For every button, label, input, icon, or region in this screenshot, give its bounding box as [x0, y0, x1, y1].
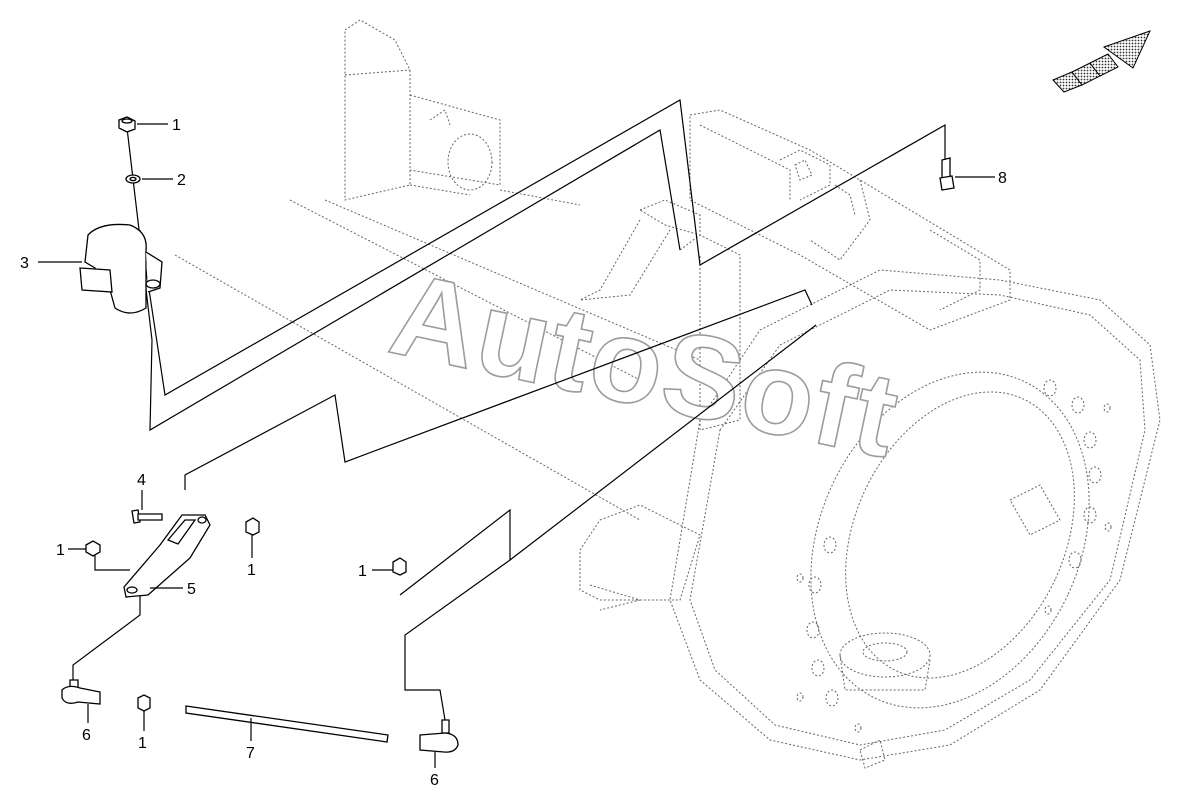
callout-leaders [38, 123, 995, 768]
callout-1-right: 1 [247, 562, 256, 579]
callout-3: 3 [20, 255, 29, 272]
callout-1-mid: 1 [358, 563, 367, 580]
callout-7: 7 [246, 745, 255, 762]
callout-6-left: 6 [82, 727, 91, 744]
bracket-part [123, 514, 211, 598]
nut-part-right [245, 517, 260, 536]
callout-6-right: 6 [430, 772, 439, 789]
callout-1-top: 1 [172, 117, 181, 134]
ball-joint-part-right [419, 719, 459, 753]
nut-part-left [85, 540, 101, 557]
sensor-part [79, 223, 163, 314]
nut-part-mid [392, 557, 407, 576]
callout-8: 8 [998, 170, 1007, 187]
background-frame-outline [174, 19, 1161, 769]
tie-rod-part [185, 705, 389, 743]
callout-1-bottom: 1 [138, 735, 147, 752]
watermark-text: AutoSoft [380, 248, 910, 484]
callout-1-left: 1 [56, 542, 65, 559]
callout-2: 2 [177, 172, 186, 189]
callout-4: 4 [137, 472, 146, 489]
bolt-part-8 [939, 157, 955, 191]
direction-arrow-icon [1052, 30, 1151, 93]
nut-part-bottom [137, 694, 151, 712]
bolt-part-4 [131, 509, 163, 524]
nut-part-top [118, 116, 136, 133]
washer-part [125, 174, 141, 184]
callout-5: 5 [187, 581, 196, 598]
ball-joint-part-left [61, 679, 101, 705]
